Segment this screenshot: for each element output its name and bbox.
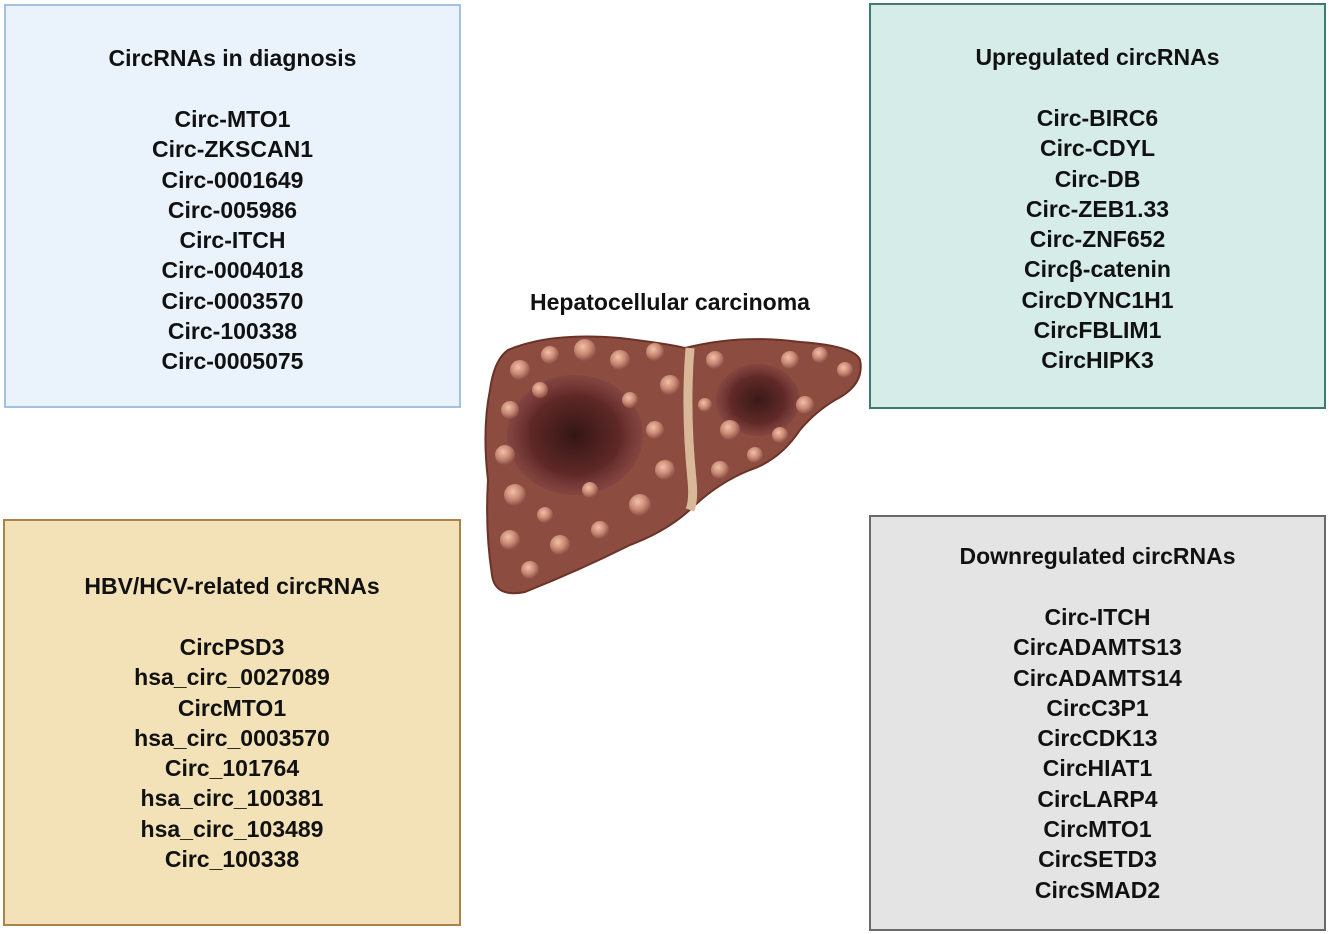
list-item: CircFBLIM1 xyxy=(1033,317,1162,344)
list-item: Circ-ITCH xyxy=(1044,604,1151,630)
list-item: Circ_100338 xyxy=(164,846,300,873)
list-item: Circ-0001649 xyxy=(161,166,304,193)
list-item: Circ-ZEB1.33 xyxy=(1025,195,1170,222)
list-item: CircDYNC1H1 xyxy=(1021,286,1174,313)
liver-tumor-illustration xyxy=(484,335,862,595)
hbv-hcv-title: HBV/HCV-related circRNAs xyxy=(84,573,380,599)
list-item: CircC3P1 xyxy=(1046,694,1149,721)
falciform-ligament xyxy=(683,347,698,512)
list-item: Circ-0004018 xyxy=(161,257,304,284)
list-item: Circ-ITCH xyxy=(179,227,286,254)
list-item: hsa_circ_103489 xyxy=(140,815,324,842)
list-item: CircCDK13 xyxy=(1037,725,1158,752)
list-item: Circβ-catenin xyxy=(1024,256,1171,283)
list-item: Circ-0005075 xyxy=(161,348,304,375)
list-item: Circ-BIRC6 xyxy=(1036,105,1159,131)
list-item: CircHIAT1 xyxy=(1042,755,1153,782)
list-item: Circ_101764 xyxy=(164,755,300,782)
tumor-nodules xyxy=(495,339,853,579)
upregulated-title: Upregulated circRNAs xyxy=(975,44,1220,70)
downregulated-box: Downregulated circRNAs Circ-ITCH CircADAM… xyxy=(869,515,1326,931)
list-item: CircPSD3 xyxy=(179,634,285,660)
hbv-hcv-box: HBV/HCV-related circRNAs CircPSD3 hsa_cir… xyxy=(3,519,461,926)
tumor-right xyxy=(716,364,800,436)
list-item: Circ-MTO1 xyxy=(174,106,291,132)
list-item: CircADAMTS14 xyxy=(1013,664,1182,691)
diagnosis-title: CircRNAs in diagnosis xyxy=(108,45,357,71)
list-item: CircMTO1 xyxy=(1043,816,1152,843)
list-item: hsa_circ_0027089 xyxy=(134,664,330,691)
list-item: Circ-ZNF652 xyxy=(1029,226,1166,253)
list-item: Circ-005986 xyxy=(167,196,298,223)
list-item: hsa_circ_100381 xyxy=(140,785,324,812)
list-item: hsa_circ_0003570 xyxy=(134,724,330,751)
list-item: CircSMAD2 xyxy=(1034,876,1161,903)
center-title: Hepatocellular carcinoma xyxy=(530,289,810,315)
list-item: CircSETD3 xyxy=(1038,846,1157,873)
list-item: Circ-100338 xyxy=(167,318,298,345)
list-item: CircADAMTS13 xyxy=(1013,634,1182,661)
list-item: CircHIPK3 xyxy=(1041,347,1154,374)
downregulated-title: Downregulated circRNAs xyxy=(959,543,1236,569)
list-item: Circ-CDYL xyxy=(1039,135,1155,162)
list-item: Circ-DB xyxy=(1054,165,1141,192)
list-item: Circ-0003570 xyxy=(161,287,304,314)
list-item: CircLARP4 xyxy=(1037,785,1158,812)
tumor-left xyxy=(507,375,643,495)
list-item: CircMTO1 xyxy=(177,694,287,721)
list-item: Circ-ZKSCAN1 xyxy=(151,136,314,163)
